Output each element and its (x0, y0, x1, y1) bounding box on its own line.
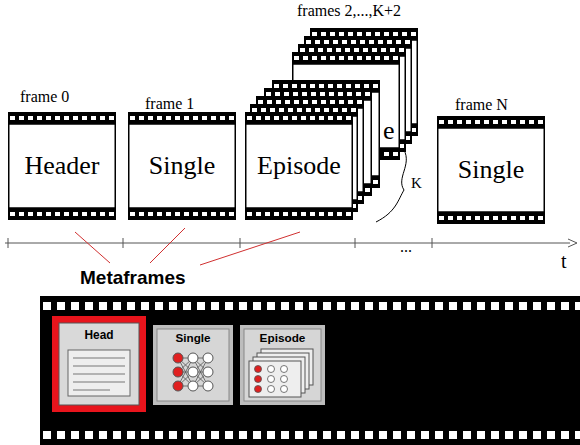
axis-label: t (561, 250, 567, 273)
metaframe-title: Head (52, 328, 146, 342)
metaframe-box: Episode (240, 325, 325, 405)
metaframe-strip (40, 296, 580, 445)
count-label: K (411, 175, 422, 192)
metaframe-title: Single (153, 331, 233, 344)
frame-label: frame 0 (20, 88, 69, 106)
frame-body: Header (8, 124, 116, 208)
leader-lines (75, 228, 300, 265)
frame-body: Single (128, 124, 236, 208)
film-frame: frames 2,...,K+2Episode (245, 112, 353, 220)
metaframe-title: Episode (240, 331, 325, 344)
film-frame: frame 0Header (8, 112, 116, 220)
film-frame: frame NSingle (437, 116, 545, 224)
ellipsis: ... (400, 238, 412, 256)
frame-body: Single (437, 128, 545, 212)
k-bracket (376, 150, 406, 222)
episode-icon (240, 325, 325, 405)
film-frames (8, 112, 545, 224)
frame-label: frames 2,...,K+2 (297, 2, 401, 20)
frame-title: Episode (257, 151, 341, 181)
head-icon (52, 316, 146, 412)
frame-label: frame 1 (145, 95, 194, 113)
frame-label: frame N (455, 96, 508, 114)
frame-title: Single (458, 155, 524, 185)
single-icon (153, 325, 233, 405)
partial-frame-text: e (383, 116, 395, 146)
section-title: Metaframes (80, 267, 186, 289)
metaframe-box: Single (153, 325, 233, 405)
frame-body: Episode (245, 124, 353, 208)
frame-title: Single (149, 151, 215, 181)
frame-title: Header (24, 151, 99, 181)
film-frame: frame 1Single (128, 112, 236, 220)
metaframe-box: Head (52, 316, 146, 412)
